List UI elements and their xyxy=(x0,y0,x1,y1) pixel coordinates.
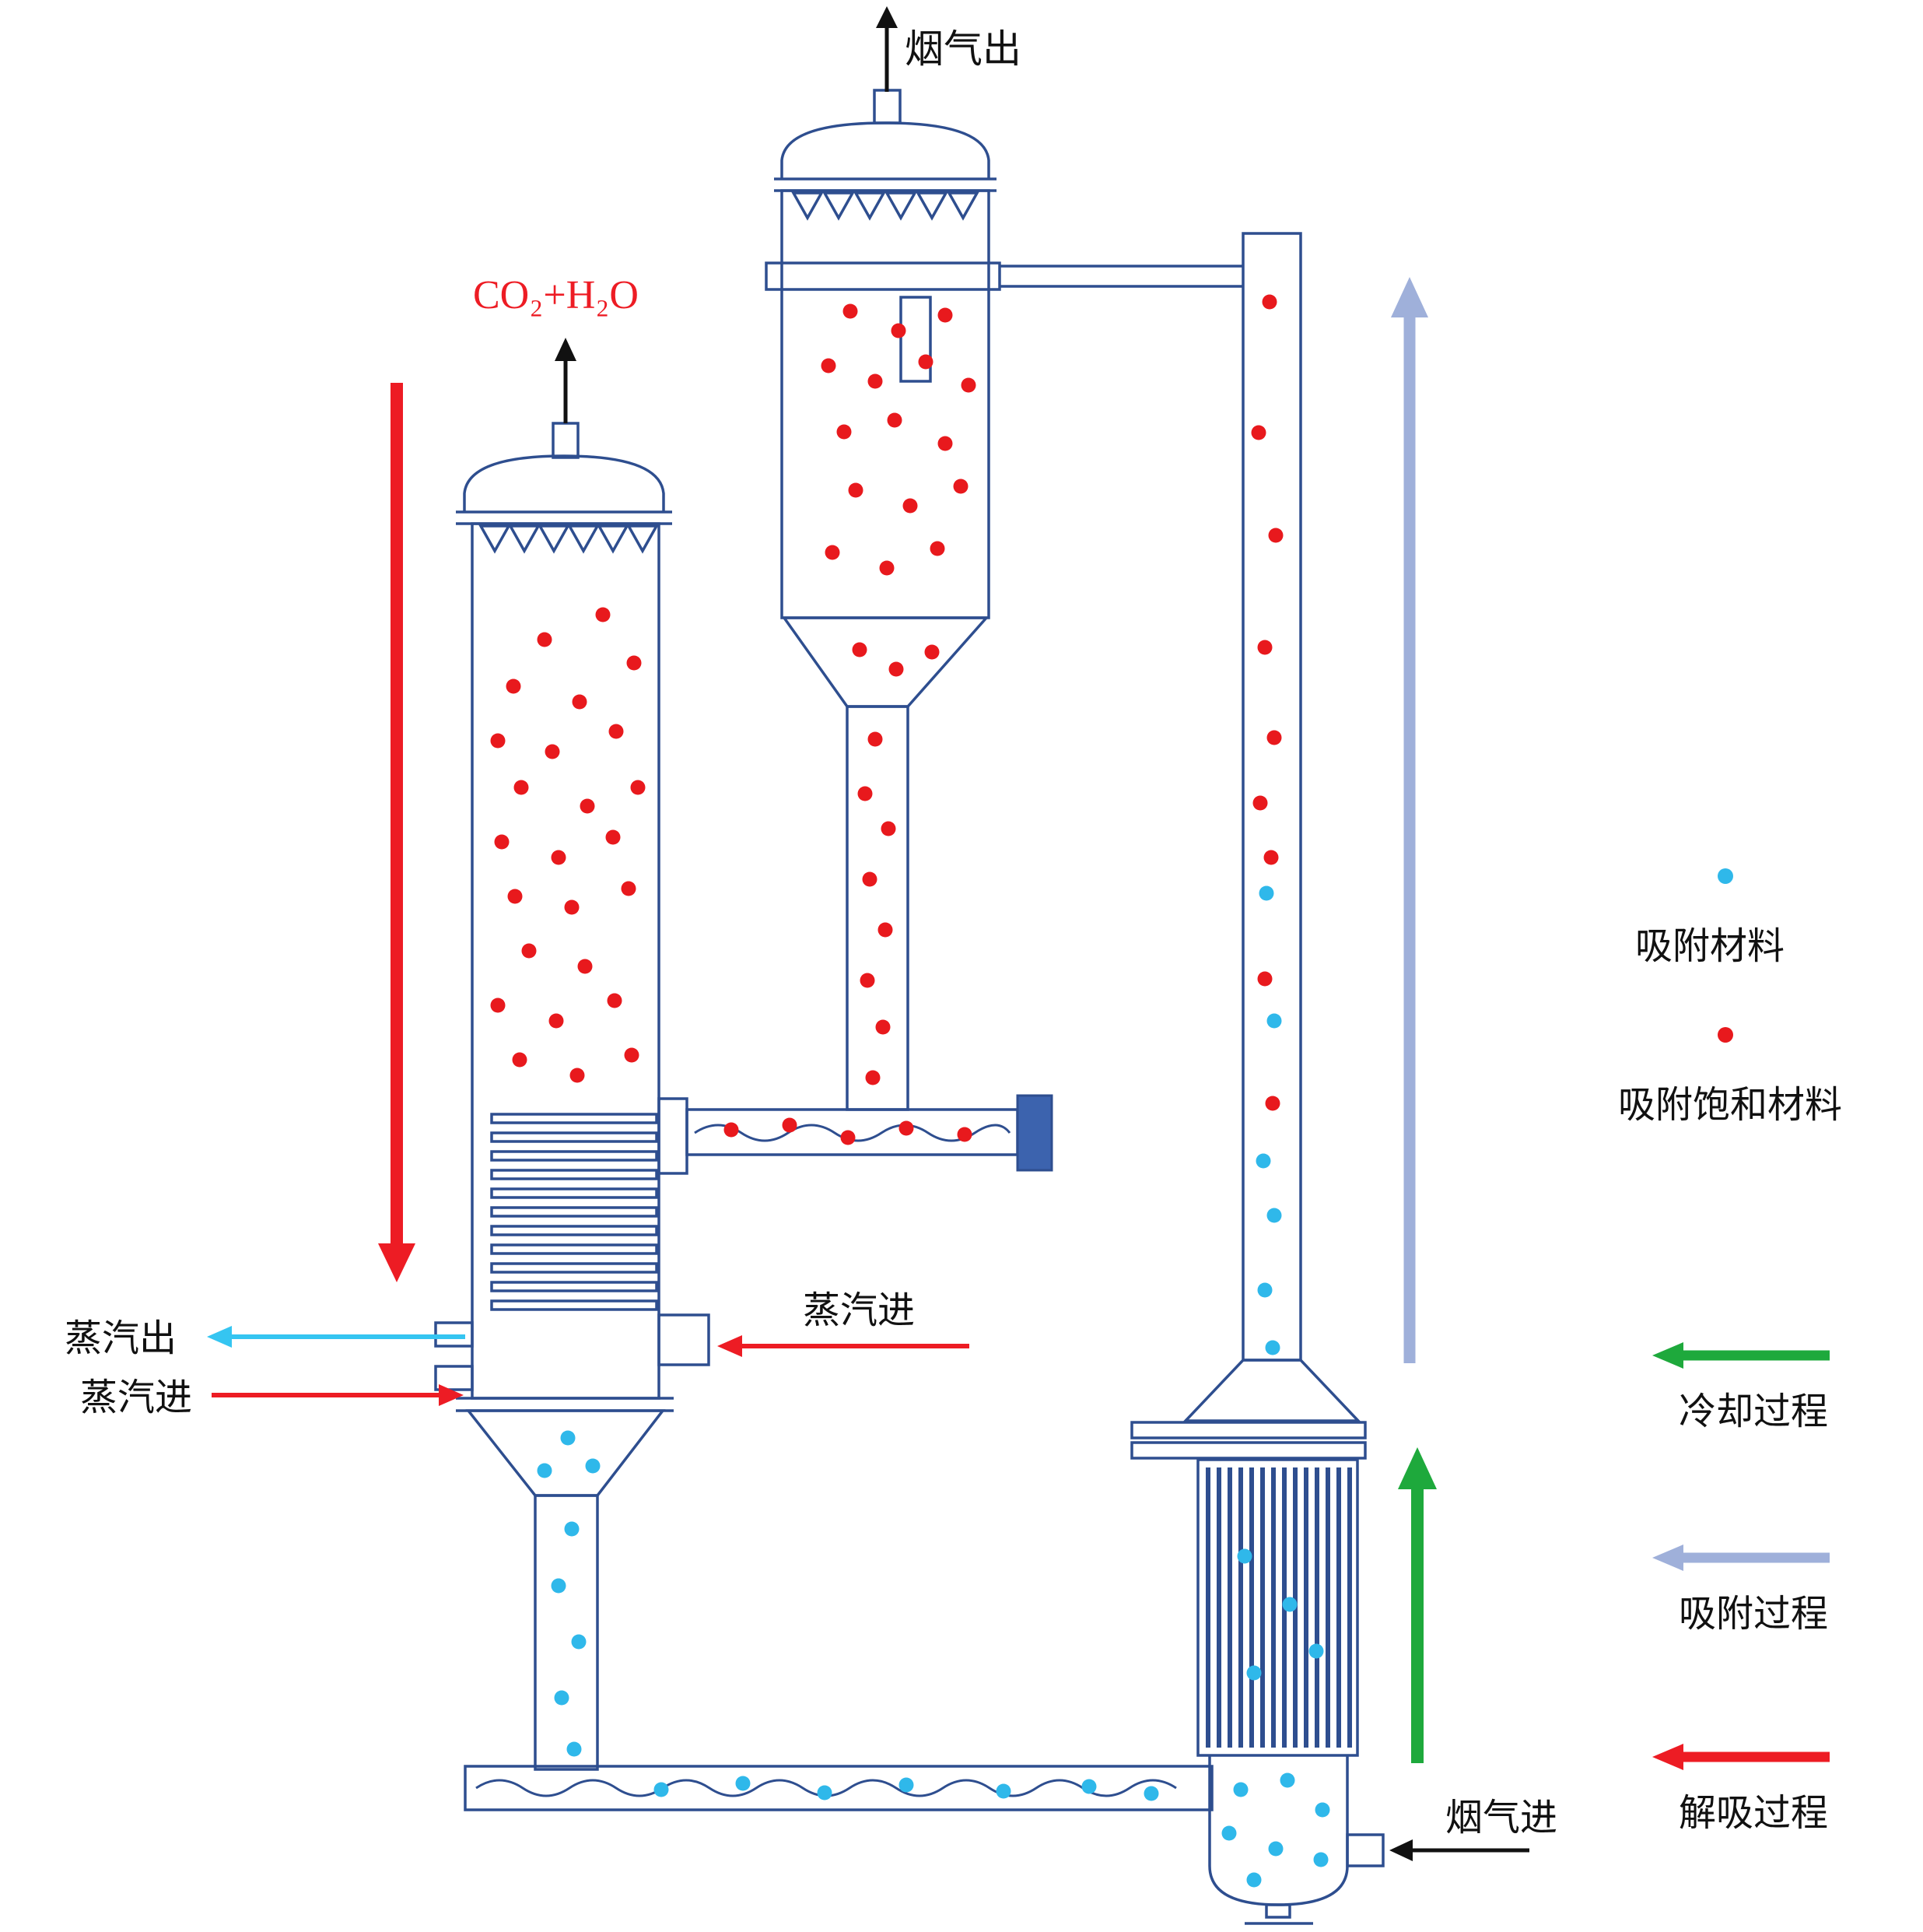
feed-vessel xyxy=(1208,1755,1385,1925)
legend-adsorption-arrow xyxy=(1652,1545,1830,1571)
steam-in-mid-arrow xyxy=(717,1335,969,1357)
cooler-tubes xyxy=(1206,1467,1352,1748)
flue-gas-out-label: 烟气出 xyxy=(905,27,1021,71)
flue-gas-out-arrow xyxy=(876,6,898,92)
conveyor-motor xyxy=(1016,1094,1053,1172)
flue-gas-in-label: 烟气进 xyxy=(1445,1797,1557,1839)
legend-saturated-dot xyxy=(1718,1027,1733,1043)
desorber-spray-nozzles xyxy=(478,524,659,554)
legend-cooling-arrow xyxy=(1652,1342,1830,1369)
adsorption-direction-arrow xyxy=(1391,277,1428,1363)
adsorber-shell xyxy=(780,189,990,619)
bottom-screw-conveyor xyxy=(464,1765,1214,1811)
steam-in-port xyxy=(434,1365,474,1391)
desorber-funnel xyxy=(465,1409,666,1497)
flue-gas-in-arrow xyxy=(1389,1839,1529,1861)
steam-in-lower-left-arrow xyxy=(212,1384,464,1406)
vessel-bottom-nozzle xyxy=(1265,1903,1291,1919)
adsorber-internal-tube xyxy=(899,296,932,383)
conveyor-inlet-port xyxy=(657,1097,688,1175)
cooling-direction-arrow xyxy=(1398,1447,1437,1763)
middle-screw-conveyor xyxy=(685,1094,1053,1172)
co2-h2o-label: CO₂+H₂O xyxy=(473,273,639,317)
legend-desorption-label: 解吸过程 xyxy=(1679,1793,1828,1834)
adsorber-top-nozzle xyxy=(873,89,902,124)
cooler-header-bottom xyxy=(1130,1441,1367,1460)
legend-cooling-label: 冷却过程 xyxy=(1679,1391,1828,1432)
legend-desorption-arrow xyxy=(1652,1744,1830,1770)
adsorber-downpipe xyxy=(846,705,909,1111)
legend: 吸附材料 吸附饱和材料 冷却过程 吸附过程 解吸过程 xyxy=(1618,868,1842,1834)
steam-in-mid-label: 蒸汽进 xyxy=(803,1290,915,1331)
adsorber-spray-nozzles xyxy=(791,191,979,221)
cooler-header-top xyxy=(1130,1421,1367,1439)
desorber-column xyxy=(434,422,710,1771)
steam-in-lower-left-label: 蒸汽进 xyxy=(80,1377,192,1418)
desorber-heater-fins xyxy=(490,1113,658,1311)
adsorber-funnel xyxy=(781,616,990,708)
steam-inlet-box xyxy=(657,1313,710,1366)
cooler-heat-exchanger xyxy=(1196,1458,1359,1757)
legend-adsorbent-label: 吸附材料 xyxy=(1635,926,1785,967)
desorber-shell xyxy=(471,522,660,1400)
co2-h2o-out-arrow xyxy=(555,338,576,423)
adsorber-inlet-flange xyxy=(765,261,1001,291)
legend-adsorbent-dot xyxy=(1718,868,1733,884)
adsorber-column xyxy=(765,89,1243,1111)
saturated-material-dots xyxy=(490,294,1284,1145)
desorber-top-nozzle xyxy=(552,422,580,459)
legend-adsorption-label: 吸附过程 xyxy=(1679,1594,1828,1635)
flue-gas-inlet-port xyxy=(1346,1833,1385,1867)
adsorbent-material-dots xyxy=(537,885,1330,1888)
steam-out-arrow xyxy=(207,1326,465,1348)
riser-bottom-cone xyxy=(1182,1359,1362,1422)
desorption-direction-arrow xyxy=(378,383,415,1282)
adsorber-dome xyxy=(780,121,990,179)
desorber-downpipe xyxy=(534,1494,599,1771)
steam-out-label: 蒸汽出 xyxy=(65,1318,177,1359)
desorber-dome xyxy=(463,454,665,512)
legend-saturated-label: 吸附饱和材料 xyxy=(1618,1085,1842,1126)
riser-pipe xyxy=(1130,232,1367,1460)
